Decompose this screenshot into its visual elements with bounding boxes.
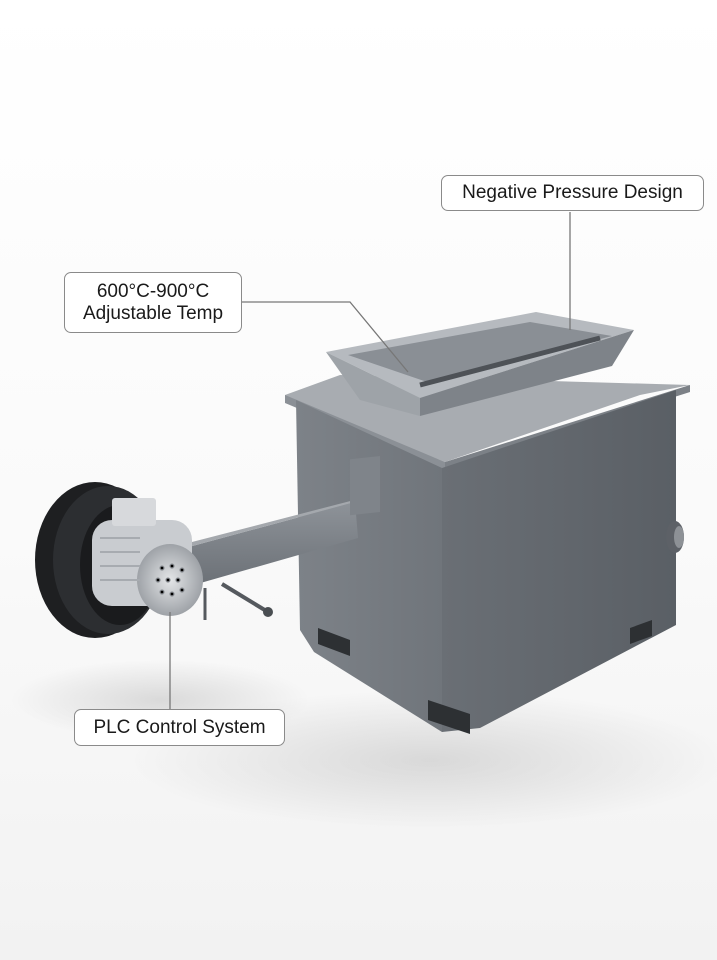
callout-temperature: 600°C-900°C Adjustable Temp <box>64 272 242 333</box>
callout-temperature-range: 600°C-900°C <box>96 281 210 302</box>
terminal-box <box>112 498 156 526</box>
callout-negative-pressure-text: Negative Pressure Design <box>462 182 683 203</box>
callout-negative-pressure: Negative Pressure Design <box>441 175 704 211</box>
callout-plc-control: PLC Control System <box>74 709 285 746</box>
furnace-body <box>285 375 690 734</box>
hopper-inner <box>348 322 612 383</box>
hopper <box>326 312 634 416</box>
foot <box>318 628 350 656</box>
electric-motor <box>92 498 203 616</box>
leader-temperature <box>242 301 409 373</box>
leader-lines <box>169 212 571 709</box>
callout-temperature-label: Adjustable Temp <box>82 303 224 324</box>
foot <box>630 620 652 644</box>
foot <box>428 700 470 734</box>
right-face <box>442 390 676 732</box>
feed-arm <box>185 456 380 620</box>
arm-flange <box>350 456 380 516</box>
callout-plc-text: PLC Control System <box>93 717 266 738</box>
